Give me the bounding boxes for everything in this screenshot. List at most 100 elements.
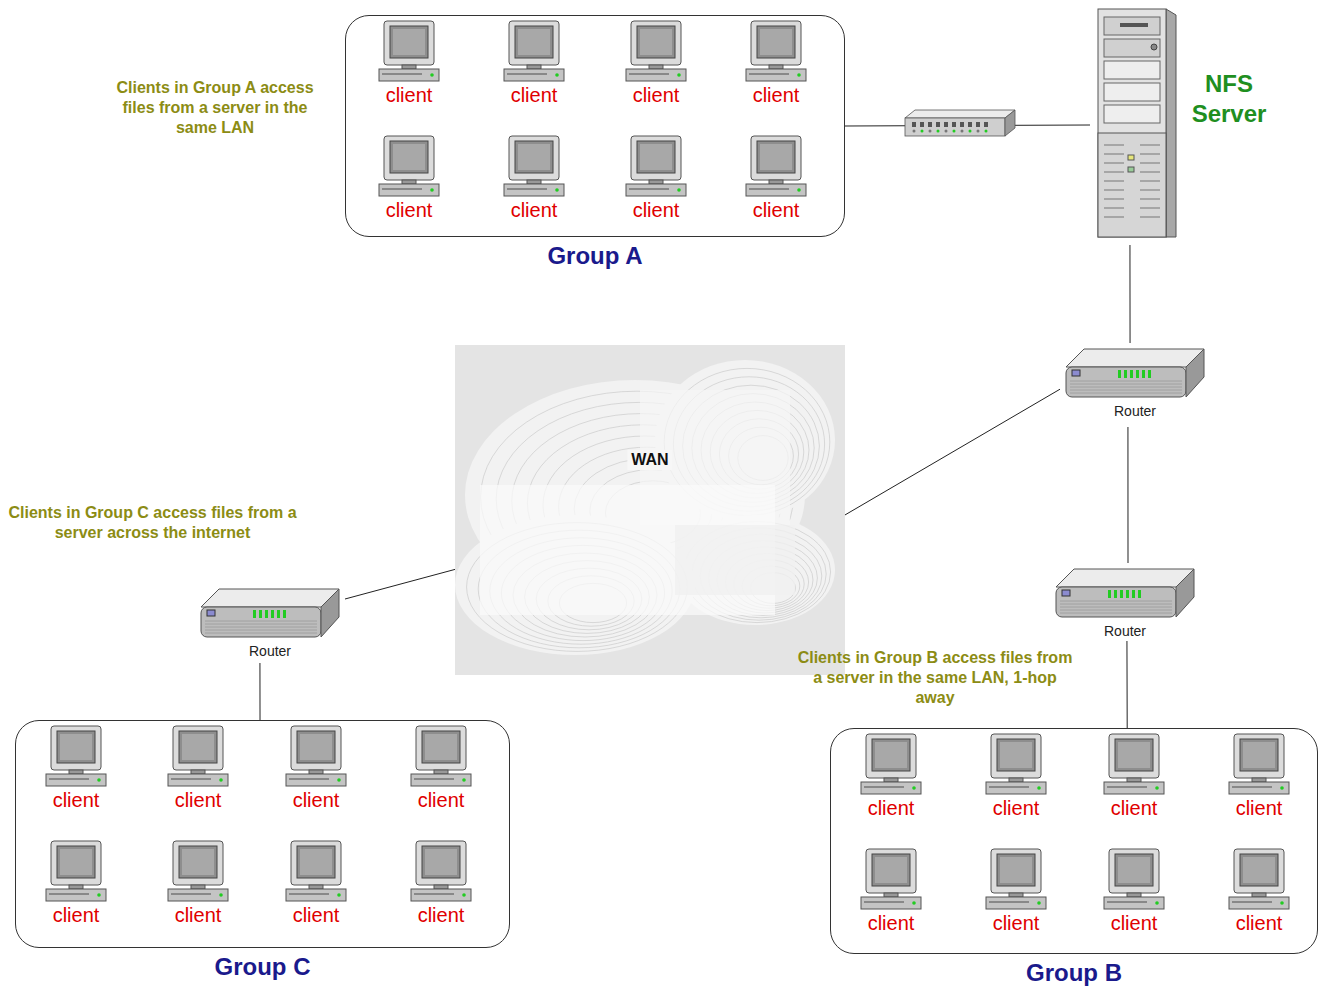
- router-light: [1136, 370, 1139, 378]
- monitor-screen: [872, 739, 910, 771]
- monitor-glare: [393, 29, 425, 55]
- vent-slot: [1104, 199, 1124, 200]
- network-link: [345, 569, 455, 599]
- vent-slot: [1104, 145, 1124, 146]
- client-computer-icon: [1101, 847, 1167, 911]
- client-node: client: [396, 839, 486, 931]
- hub-led: [945, 130, 948, 133]
- monitor-case: [631, 21, 681, 65]
- base-stripe: [507, 188, 547, 190]
- base-stripe: [749, 188, 789, 190]
- monitor-screen: [637, 26, 675, 58]
- monitor-screen: [179, 846, 217, 878]
- client-node: client: [396, 724, 486, 816]
- router-rib: [205, 627, 317, 628]
- monitor-case: [384, 136, 434, 180]
- hub-port: [952, 122, 956, 127]
- hub-symbol: [905, 110, 1015, 136]
- tower-front: [1098, 9, 1166, 237]
- base-stripe: [864, 901, 904, 903]
- client-computer-icon: [165, 839, 231, 903]
- monitor-neck: [309, 770, 323, 774]
- hub-led: [913, 130, 916, 133]
- monitor-neck: [1127, 778, 1141, 782]
- hub-led: [969, 130, 972, 133]
- client-computer-icon: [43, 724, 109, 788]
- client-label: client: [611, 198, 701, 222]
- router-rib: [205, 624, 317, 625]
- base-stripe: [507, 73, 547, 75]
- client-computer-icon: [623, 19, 689, 83]
- router-icon: [197, 583, 343, 645]
- client-label: client: [1089, 796, 1179, 820]
- vent-slot: [1140, 163, 1160, 164]
- monitor-screen: [422, 731, 460, 763]
- client-computer-icon: [408, 839, 474, 903]
- client-label: client: [611, 83, 701, 107]
- client-computer-icon: [743, 134, 809, 198]
- client-node: client: [731, 134, 821, 226]
- front-panel: [1098, 133, 1166, 237]
- client-computer-icon: [1101, 732, 1167, 796]
- monitor-neck: [649, 180, 663, 184]
- vent-slot: [1104, 154, 1124, 155]
- vent-slot: [1140, 190, 1160, 191]
- monitor-case: [173, 841, 223, 885]
- monitor-screen: [390, 26, 428, 58]
- power-led: [97, 778, 101, 782]
- client-label: client: [396, 788, 486, 812]
- monitor-case: [291, 841, 341, 885]
- vent-slot: [1140, 217, 1160, 218]
- wan-cloud-illustration: [455, 345, 845, 675]
- router-light: [1132, 590, 1135, 598]
- monitor-screen: [637, 141, 675, 173]
- router-badge: [207, 610, 215, 616]
- router-rib: [205, 633, 317, 634]
- base-stripe: [629, 188, 669, 190]
- client-label: client: [364, 83, 454, 107]
- hub-led: [961, 130, 964, 133]
- monitor-case: [751, 21, 801, 65]
- client-computer-icon: [501, 134, 567, 198]
- monitor-glare: [1000, 857, 1032, 883]
- monitor-neck: [402, 180, 416, 184]
- vent-slot: [1104, 172, 1124, 173]
- monitor-glare: [760, 144, 792, 170]
- router-light: [1120, 590, 1123, 598]
- monitor-neck: [191, 770, 205, 774]
- router-light: [277, 610, 280, 618]
- drive-bay: [1104, 61, 1160, 79]
- base-stripe: [989, 786, 1029, 788]
- router-node: Router: [1060, 343, 1210, 427]
- monitor-screen: [515, 141, 553, 173]
- router-label: Router: [1112, 403, 1158, 419]
- power-led: [677, 73, 681, 77]
- monitor-case: [384, 21, 434, 65]
- router-rib: [1060, 604, 1172, 605]
- monitor-neck: [769, 180, 783, 184]
- hub-port: [912, 122, 916, 127]
- monitor-screen: [390, 141, 428, 173]
- router-rib: [205, 630, 317, 631]
- monitor-case: [51, 841, 101, 885]
- wan-panel: [675, 525, 795, 595]
- client-node: client: [364, 134, 454, 226]
- client-node: client: [1089, 847, 1179, 939]
- monitor-glare: [60, 734, 92, 760]
- monitor-neck: [527, 65, 541, 69]
- client-computer-icon: [165, 724, 231, 788]
- hub-port: [928, 122, 932, 127]
- server-label: NFS Server: [1186, 69, 1272, 129]
- client-node: client: [31, 724, 121, 816]
- group-heading: Group C: [16, 953, 509, 981]
- wan-node: WAN: [455, 345, 845, 675]
- router-light: [1114, 590, 1117, 598]
- power-led: [1280, 901, 1284, 905]
- monitor-case: [416, 726, 466, 770]
- router-icon: [1052, 563, 1198, 625]
- vent-slot: [1104, 163, 1124, 164]
- monitor-case: [51, 726, 101, 770]
- power-led: [677, 188, 681, 192]
- computer-base: [286, 889, 346, 901]
- client-node: client: [971, 732, 1061, 824]
